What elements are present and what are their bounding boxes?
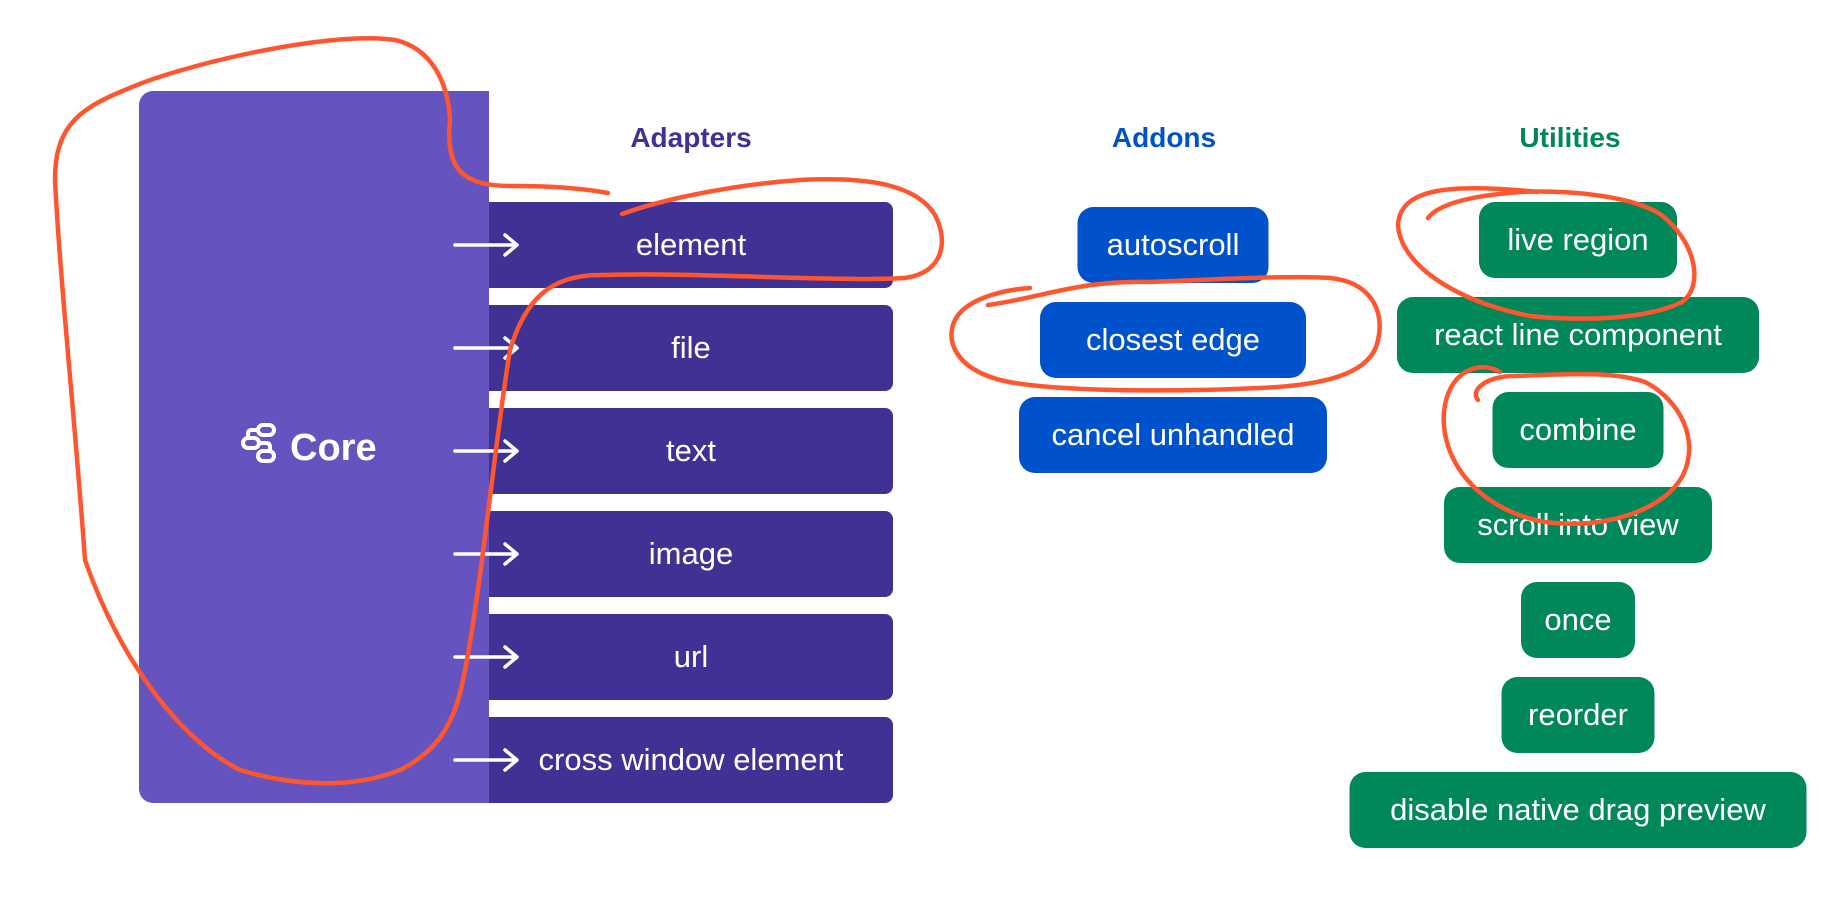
core-label: Core — [240, 422, 377, 474]
adapter-file: file — [489, 305, 893, 391]
utility-combine: combine — [1492, 392, 1664, 468]
utilities-heading: Utilities — [1519, 122, 1621, 153]
arrow-right-icon — [453, 645, 519, 669]
addons-heading: Addons — [1111, 122, 1217, 153]
adapter-text: text — [489, 408, 893, 494]
utility-scroll-into-view: scroll into view — [1444, 487, 1712, 563]
utility-disable-native-drag-preview: disable native drag preview — [1349, 772, 1807, 848]
arrow-right-icon — [453, 233, 519, 257]
utility-react-line-component: react line component — [1397, 297, 1759, 373]
arrow-right-icon — [453, 542, 519, 566]
utility-live-region: live region — [1479, 202, 1677, 278]
flow-nodes-icon — [240, 422, 280, 474]
adapters-heading: Adapters — [630, 122, 752, 153]
arrow-right-icon — [453, 748, 519, 772]
adapter-element: element — [489, 202, 893, 288]
adapter-url: url — [489, 614, 893, 700]
addon-autoscroll: autoscroll — [1077, 207, 1269, 283]
utility-reorder: reorder — [1501, 677, 1655, 753]
adapter-cross-window-element: cross window element — [489, 717, 893, 803]
addon-cancel-unhandled: cancel unhandled — [1019, 397, 1327, 473]
utility-once: once — [1521, 582, 1635, 658]
arrow-right-icon — [453, 439, 519, 463]
addon-closest-edge: closest edge — [1040, 302, 1306, 378]
arrow-right-icon — [453, 336, 519, 360]
adapter-image: image — [489, 511, 893, 597]
core-title: Core — [290, 426, 377, 469]
